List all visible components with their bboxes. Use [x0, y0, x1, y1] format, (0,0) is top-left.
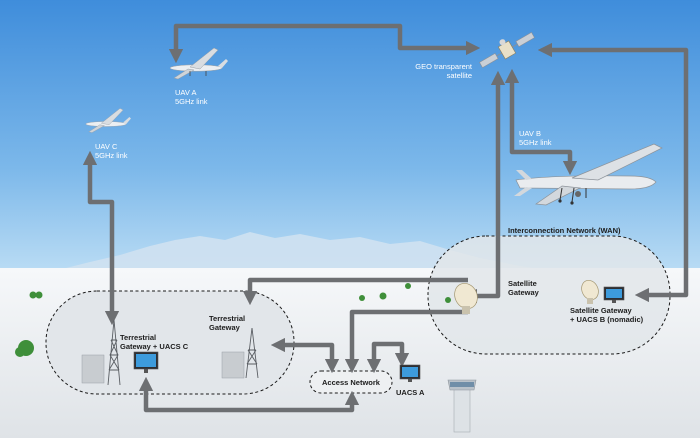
radio-tower-icon: [107, 319, 121, 386]
uav-b-label: UAV B 5GHz link: [519, 129, 552, 147]
interconnection-network-label: Interconnection Network (WAN): [508, 226, 621, 235]
shelter-icon: [81, 351, 245, 384]
link-uav-a-sat: [168, 23, 481, 64]
uav-c-label: UAV C 5GHz link: [95, 142, 128, 160]
monitor-icon: [133, 351, 159, 373]
satellite-gateway-label: Satellite Gateway: [508, 279, 539, 297]
geo-satellite-label: GEO transparent satellite: [415, 62, 472, 80]
monitor-icon: [399, 364, 421, 382]
satellite-gateway-uacs-b-label: Satellite Gateway + UACS B (nomadic): [570, 306, 644, 324]
radio-tower-icon: [245, 327, 259, 379]
link-satgw-terrestrial-gw: [242, 277, 468, 306]
tree-icon: [15, 283, 451, 357]
link-sat-satgw: [462, 70, 506, 304]
uav-icon: [85, 108, 131, 133]
terrestrial-gateway-uacs-c-label: Terrestrial Gateway + UACS C: [120, 333, 189, 351]
link-sat-uacs-b: [537, 42, 689, 303]
mountains: [50, 232, 560, 272]
link-terrestrial-gw-access: [270, 337, 340, 374]
link-uacs-c-access: [138, 376, 360, 413]
link-uav-c-terrestrial: [82, 150, 120, 326]
monitor-icon: [603, 286, 625, 303]
dish-antenna-icon: [581, 279, 599, 304]
link-satgw-access: [344, 309, 468, 374]
satellite-icon: [479, 31, 535, 69]
links: [82, 23, 689, 413]
uacs-a-label: UACS A: [396, 388, 425, 397]
uav-a-label: UAV A 5GHz link: [175, 88, 208, 106]
uav-icon: [514, 143, 663, 206]
link-access-uacs-a: [366, 341, 410, 374]
terrestrial-gateway-label: Terrestrial Gateway: [209, 314, 246, 332]
access-network-label: Access Network: [322, 378, 380, 387]
uav-icon: [169, 47, 228, 80]
control-tower-icon: [447, 379, 477, 433]
